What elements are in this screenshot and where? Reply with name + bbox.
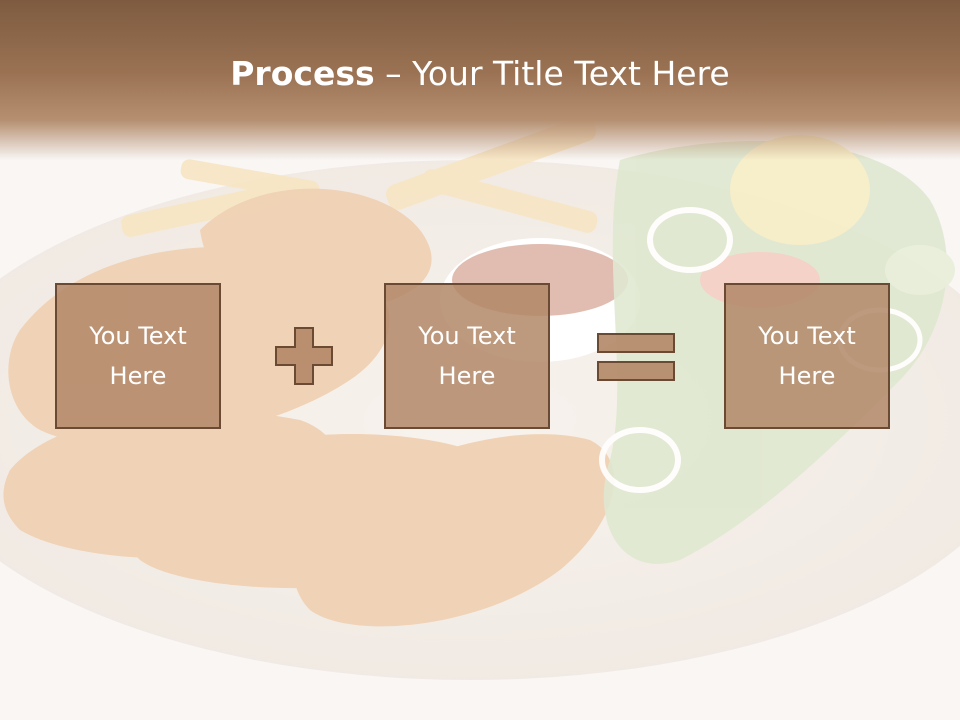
step-1-label: You Text Here [89, 322, 187, 390]
title-separator: – [374, 54, 413, 93]
equals-icon [597, 333, 675, 381]
result-label: You Text Here [758, 322, 856, 390]
step-2-label: You Text Here [418, 322, 516, 390]
process-result[interactable]: You Text Here [724, 283, 890, 429]
slide-title: Process – Your Title Text Here [0, 52, 960, 96]
title-bar [0, 0, 960, 160]
plus-icon [275, 327, 333, 385]
title-text: Your Title Text Here [412, 54, 730, 93]
process-step-2[interactable]: You Text Here [384, 283, 550, 429]
process-step-1[interactable]: You Text Here [55, 283, 221, 429]
title-bold: Process [230, 54, 375, 93]
